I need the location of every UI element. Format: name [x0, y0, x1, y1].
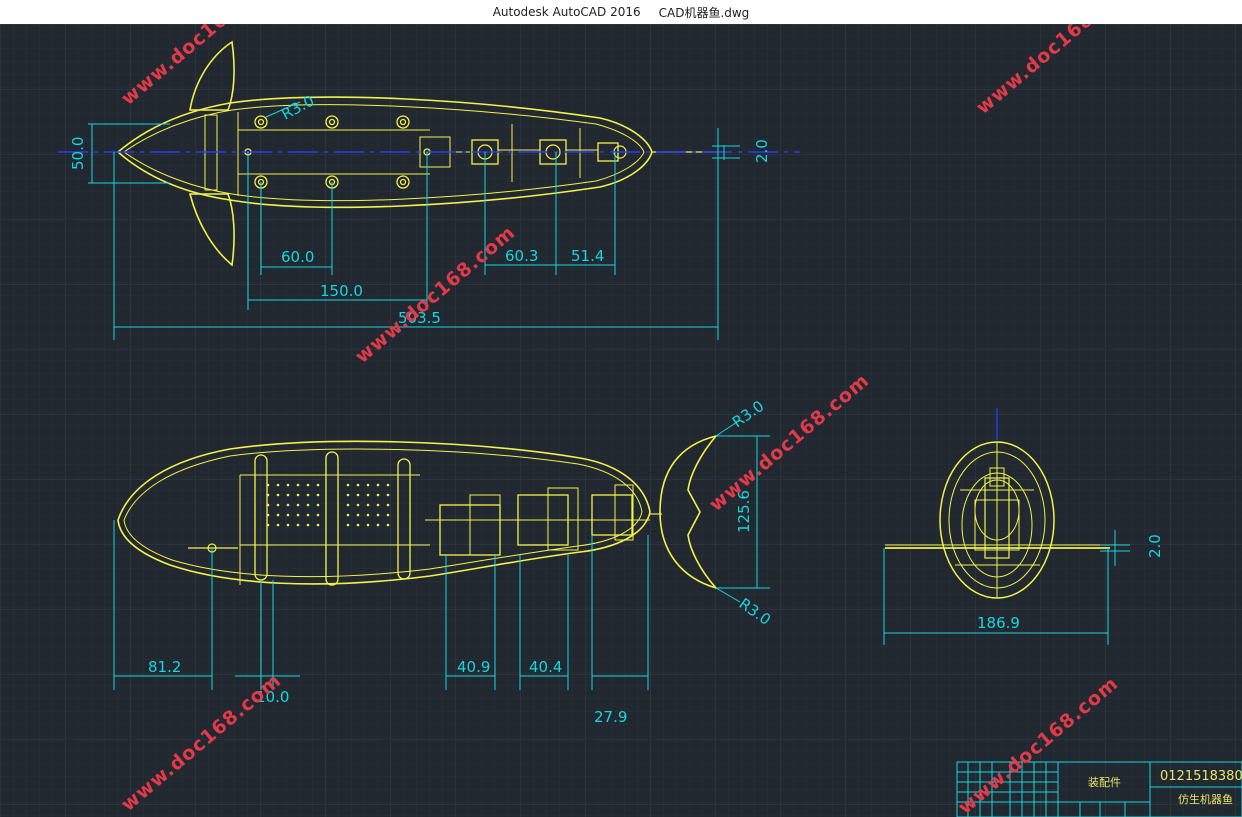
front-view-perforation-grid	[266, 483, 390, 527]
dim-hole-span: 150.0	[320, 282, 363, 300]
title-block-drawing-number: 0121518380213	[1160, 769, 1242, 784]
side-view	[885, 441, 1110, 599]
title-block[interactable]	[956, 761, 1242, 817]
dim-servo-1: 40.9	[457, 658, 490, 676]
dim-servo-3: 27.9	[594, 708, 627, 726]
dim-motor-spacing-2: 51.4	[571, 247, 604, 265]
window-title-bar: Autodesk AutoCAD 2016 CAD机器鱼.dwg	[0, 0, 1242, 24]
dim-nose-offset: 81.2	[148, 658, 181, 676]
title-block-part-name: 仿生机器鱼	[1178, 792, 1233, 806]
dim-tail-height: 125.6	[735, 490, 753, 533]
drawing-canvas[interactable]: 50.0 R3.0 2.0 60.0 150.0 503.5 60.3 51.4	[0, 24, 1242, 817]
top-view	[116, 40, 722, 267]
dim-servo-2: 40.4	[529, 658, 562, 676]
dim-height: 50.0	[69, 137, 87, 170]
dim-overall-length: 503.5	[398, 309, 441, 327]
dim-side-width: 186.9	[977, 614, 1020, 632]
dim-fin-thickness: 2.0	[1146, 534, 1164, 558]
top-view-fin-lower	[188, 193, 235, 267]
file-name: CAD机器鱼.dwg	[658, 5, 750, 20]
title-block-assembly-label: 装配件	[1088, 776, 1121, 789]
top-view-fin-upper	[189, 40, 235, 111]
side-view-dimensions	[883, 530, 1130, 645]
app-title: Autodesk AutoCAD 2016	[492, 5, 641, 19]
front-view	[117, 434, 719, 590]
dim-tail-spacing: 2.0	[753, 139, 771, 163]
dim-rib-gap: 10.0	[256, 688, 289, 706]
dim-motor-spacing-1: 60.3	[505, 247, 538, 265]
front-view-dimensions	[113, 419, 770, 690]
model-space-grid	[0, 24, 1242, 817]
dim-hole-spacing: 60.0	[281, 248, 314, 266]
top-view-dimensions	[88, 101, 740, 340]
front-view-tail-fin	[659, 434, 719, 590]
